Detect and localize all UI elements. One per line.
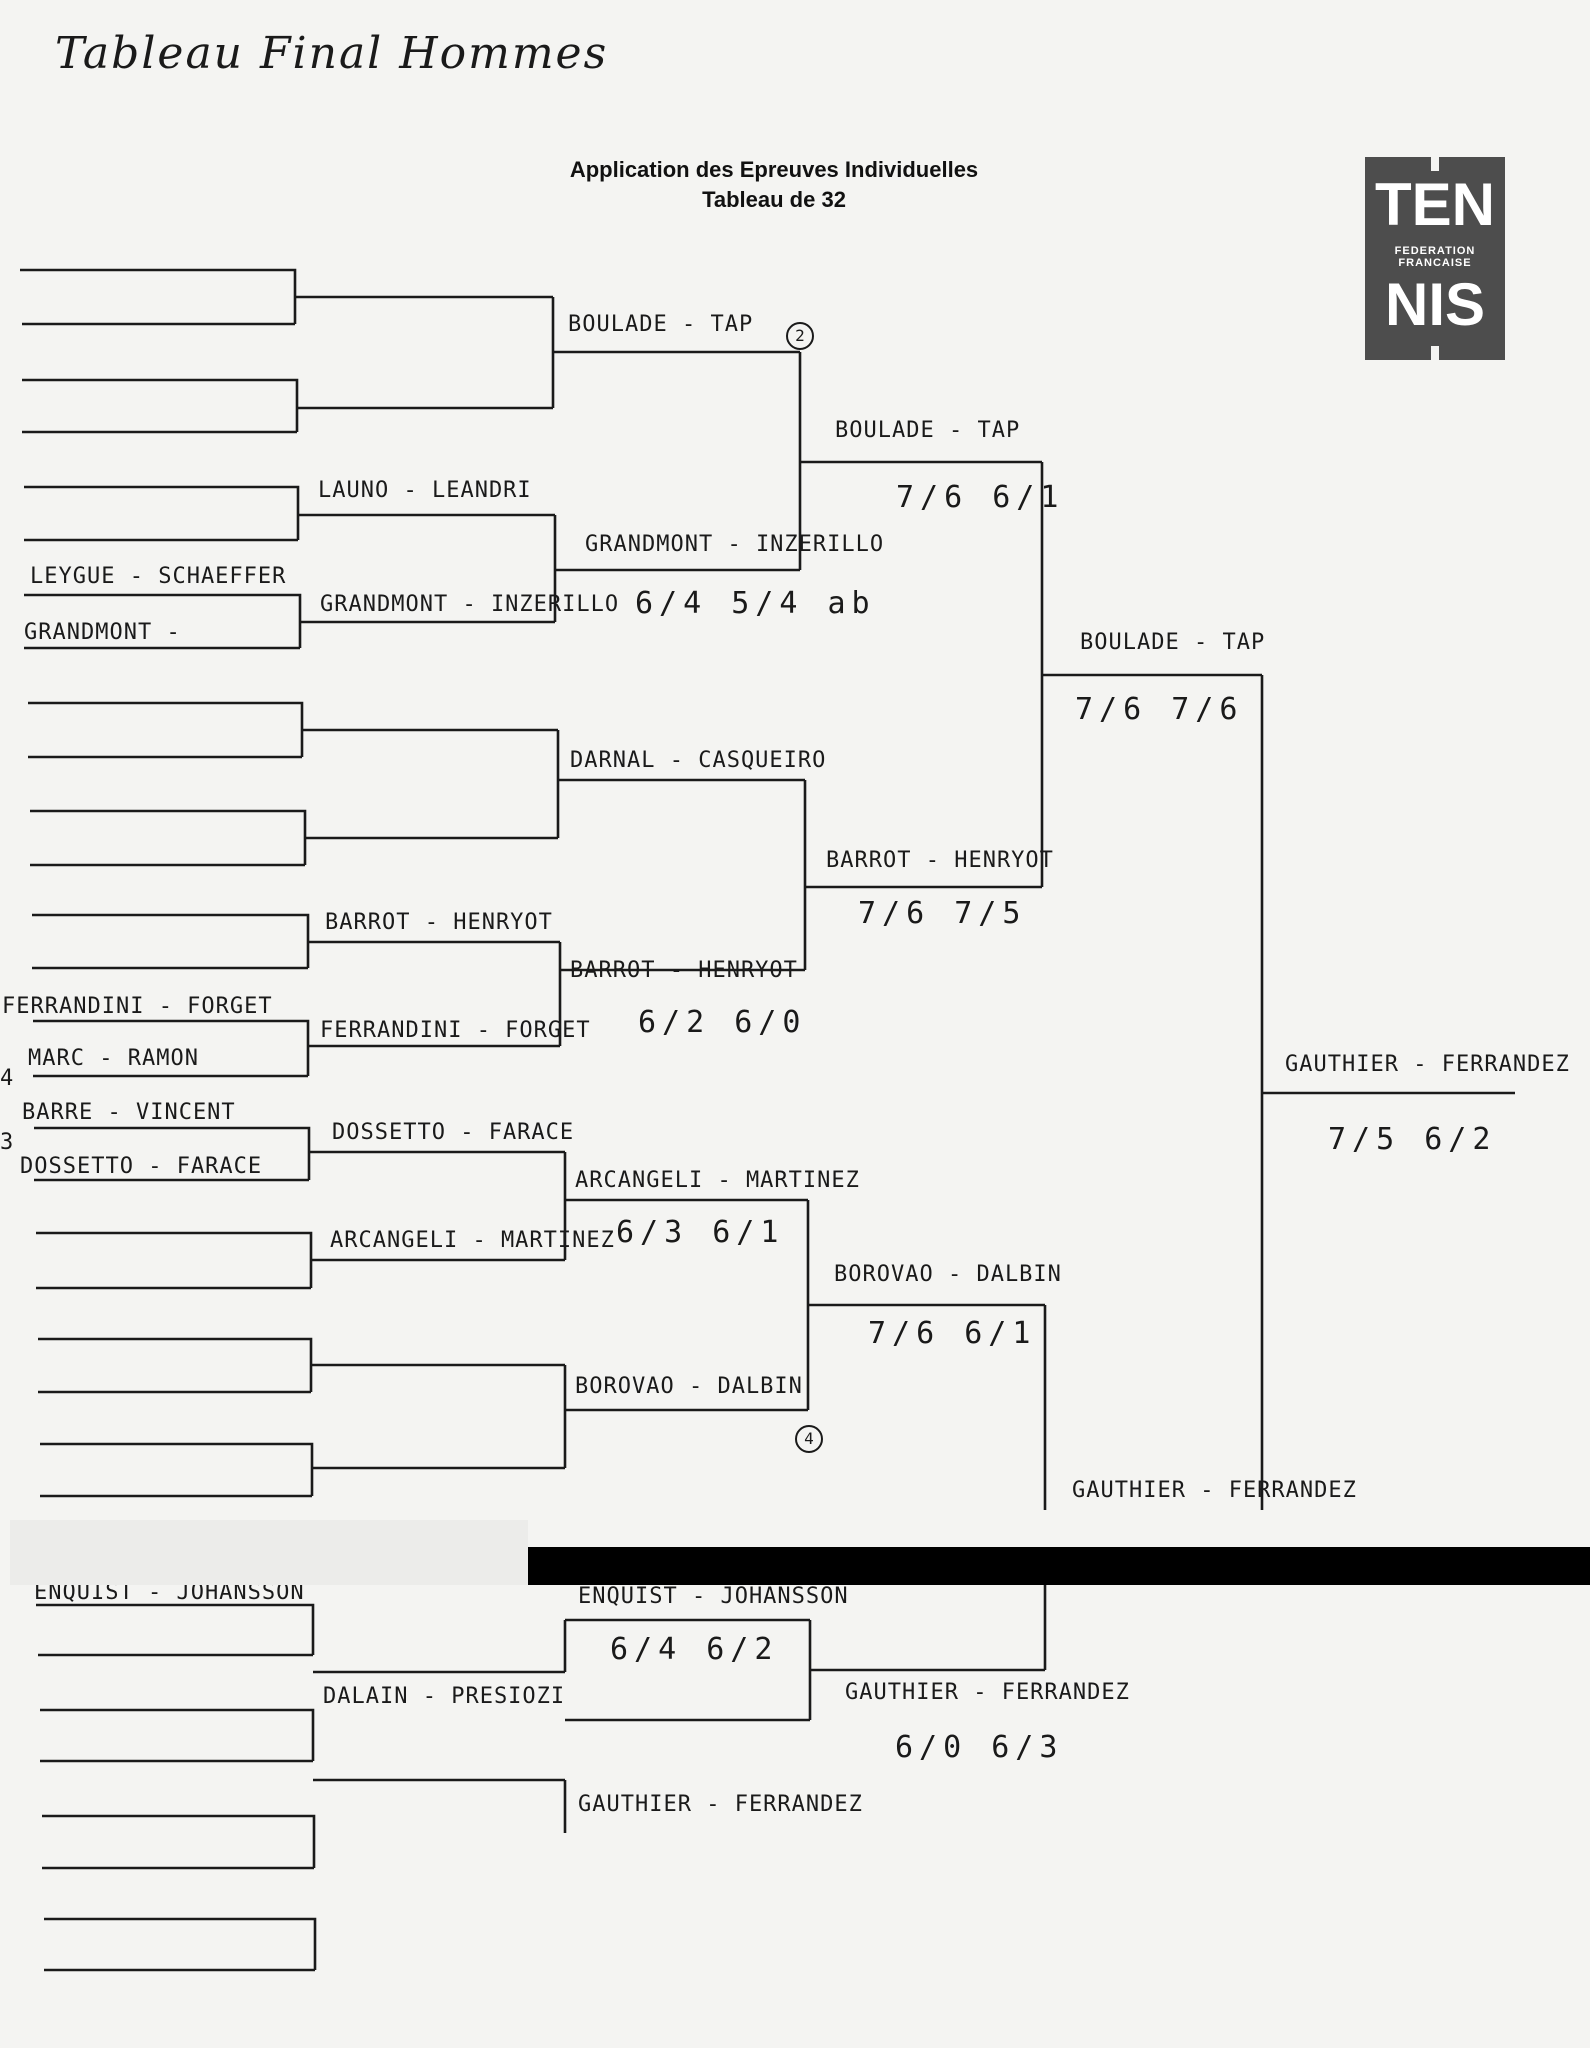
round2-launo-leandri: LAUNO - LEANDRI bbox=[318, 478, 532, 503]
round3-arcangeli-martinez-score: 6/3 6/1 bbox=[616, 1215, 785, 1250]
handwritten-title: Tableau Final Hommes bbox=[55, 28, 609, 79]
round2-dossetto-farace: DOSSETTO - FARACE bbox=[332, 1120, 575, 1145]
qf-boulade-tap: BOULADE - TAP bbox=[835, 418, 1021, 443]
round3-barrot-henryot: BARROT - HENRYOT bbox=[570, 958, 798, 983]
round3-arcangeli-martinez: ARCANGELI - MARTINEZ bbox=[575, 1168, 860, 1193]
round1-grandmont: GRANDMONT - bbox=[24, 620, 181, 645]
printed-title: Application des Epreuves Individuelles bbox=[569, 157, 979, 182]
round2-ferrandini-forget: FERRANDINI - FORGET bbox=[320, 1018, 591, 1043]
final-score: 7/5 6/2 bbox=[1328, 1122, 1497, 1157]
side-mark-4: 4 bbox=[0, 1066, 15, 1091]
qf-borovao-dalbin: BOROVAO - DALBIN bbox=[834, 1262, 1062, 1287]
logo-text-federation: FEDERATION bbox=[1394, 245, 1476, 257]
round1-leygue-schaeffer: LEYGUE - SCHAEFFER bbox=[30, 564, 287, 589]
sf-boulade-tap-score: 7/6 7/6 bbox=[1075, 692, 1244, 727]
round2-dalain-presiozi: DALAIN - PRESIOZI bbox=[323, 1684, 566, 1709]
round3-grandmont-inzerillo-score: 6/4 5/4 ab bbox=[635, 586, 876, 621]
sf-boulade-tap: BOULADE - TAP bbox=[1080, 630, 1266, 655]
round1-marc-ramon: MARC - RAMON bbox=[28, 1046, 199, 1071]
printed-subtitle: Tableau de 32 bbox=[702, 187, 846, 212]
qf-boulade-tap-score: 7/6 6/1 bbox=[896, 480, 1065, 515]
seed-badge-2: 2 bbox=[786, 322, 814, 350]
round3-barrot-henryot-score: 6/2 6/0 bbox=[638, 1005, 807, 1040]
round3-darnal-casqueiro: DARNAL - CASQUEIRO bbox=[570, 748, 827, 773]
qf-gauthier-ferrandez-score: 6/0 6/3 bbox=[895, 1730, 1064, 1765]
final-winner: GAUTHIER - FERRANDEZ bbox=[1285, 1052, 1570, 1077]
redaction-bar bbox=[528, 1547, 1590, 1585]
sf-gauthier-ferrandez: GAUTHIER - FERRANDEZ bbox=[1072, 1478, 1357, 1503]
ffr-tennis-logo: TEN FEDERATION FRANCAISE NIS bbox=[1365, 157, 1505, 360]
logo-text-francaise: FRANCAISE bbox=[1398, 257, 1472, 269]
round2-grandmont-inzerillo: GRANDMONT - INZERILLO bbox=[320, 592, 620, 617]
round3-gauthier-ferrandez: GAUTHIER - FERRANDEZ bbox=[578, 1792, 863, 1817]
round2-barrot-henryot: BARROT - HENRYOT bbox=[325, 910, 553, 935]
round3-borovao-dalbin: BOROVAO - DALBIN bbox=[575, 1374, 803, 1399]
round1-dossetto-farace: DOSSETTO - FARACE bbox=[20, 1154, 263, 1179]
qf-barrot-henryot-score: 7/6 7/5 bbox=[858, 896, 1027, 931]
round3-grandmont-inzerillo: GRANDMONT - INZERILLO bbox=[585, 532, 885, 557]
logo-text-top: TEN bbox=[1375, 171, 1495, 238]
redaction-light bbox=[10, 1520, 528, 1585]
qf-borovao-dalbin-score: 7/6 6/1 bbox=[868, 1316, 1037, 1351]
side-mark-3: 3 bbox=[0, 1130, 15, 1155]
round3-enquist-johansson: ENQUIST - JOHANSSON bbox=[578, 1584, 849, 1609]
round3-boulade-tap: BOULADE - TAP bbox=[568, 312, 754, 337]
round2-arcangeli-martinez: ARCANGELI - MARTINEZ bbox=[330, 1228, 615, 1253]
logo-text-bottom: NIS bbox=[1384, 271, 1486, 338]
seed-badge-4: 4 bbox=[795, 1425, 823, 1453]
round3-enquist-johansson-score: 6/4 6/2 bbox=[610, 1632, 779, 1667]
round1-ferrandini-forget: FERRANDINI - FORGET bbox=[2, 994, 273, 1019]
qf-gauthier-ferrandez: GAUTHIER - FERRANDEZ bbox=[845, 1680, 1130, 1705]
round1-barre-vincent: BARRE - VINCENT bbox=[22, 1100, 236, 1125]
qf-barrot-henryot: BARROT - HENRYOT bbox=[826, 848, 1054, 873]
